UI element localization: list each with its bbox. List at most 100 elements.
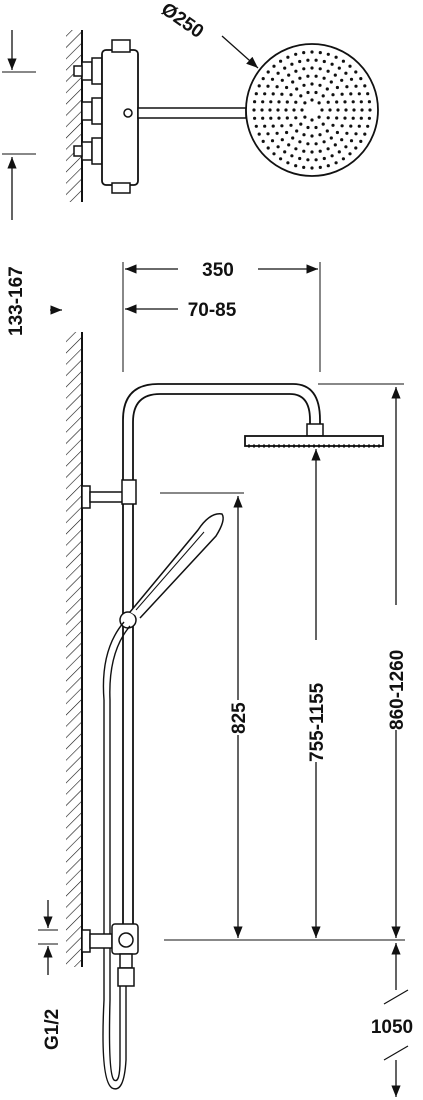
- nozzle: [306, 90, 310, 95]
- nozzle: [277, 100, 281, 104]
- nozzle: [340, 78, 344, 82]
- nozzle: [334, 161, 338, 165]
- nozzle: [366, 92, 370, 96]
- nozzle: [272, 152, 276, 156]
- nozzle: [260, 108, 264, 112]
- nozzle: [263, 124, 267, 128]
- nozzle: [298, 76, 302, 80]
- dim-total-height-range: 860-1260: [387, 650, 408, 730]
- dim-handset-height: 825: [229, 702, 250, 734]
- nozzle: [326, 147, 330, 151]
- nozzle: [335, 130, 339, 135]
- top-wall-hatch: [66, 30, 82, 202]
- nozzle: [294, 100, 298, 104]
- nozzle: [285, 85, 289, 90]
- nozzle: [340, 92, 344, 96]
- nozzle: [275, 131, 279, 135]
- top-valve-2: [81, 97, 103, 125]
- nozzle: [322, 156, 326, 161]
- nozzle: [343, 100, 347, 104]
- nozzle: [321, 94, 325, 98]
- nozzle: [306, 74, 310, 78]
- nozzle: [314, 58, 318, 62]
- nozzle: [348, 64, 352, 68]
- nozzle: [341, 59, 345, 63]
- nozzle: [261, 116, 265, 120]
- nozzle: [357, 92, 361, 96]
- nozzle: [354, 146, 358, 150]
- nozzle: [363, 84, 367, 88]
- nozzle: [302, 51, 306, 55]
- nozzle: [349, 92, 353, 96]
- nozzle: [295, 87, 299, 91]
- nozzle: [268, 108, 272, 112]
- nozzle: [328, 108, 332, 112]
- nozzle: [344, 71, 348, 75]
- nozzle: [306, 58, 310, 62]
- nozzle: [334, 55, 338, 59]
- nozzle: [270, 139, 275, 143]
- nozzle: [349, 139, 354, 143]
- nozzle: [291, 136, 295, 140]
- nozzle: [314, 158, 318, 162]
- nozzle: [294, 116, 298, 120]
- nozzle: [291, 80, 295, 84]
- nozzle: [326, 116, 330, 120]
- nozzle: [310, 50, 314, 54]
- nozzle: [271, 124, 275, 128]
- nozzle: [310, 134, 314, 138]
- nozzle: [314, 90, 318, 95]
- nozzle: [283, 150, 287, 154]
- nozzle: [299, 122, 303, 126]
- nozzle: [252, 108, 256, 112]
- nozzle: [285, 100, 289, 104]
- hand-shower: [119, 513, 224, 629]
- nozzle: [290, 62, 294, 66]
- nozzle: [337, 150, 341, 154]
- nozzle: [289, 123, 293, 127]
- nozzle: [266, 84, 270, 88]
- nozzle: [272, 64, 276, 68]
- nozzle: [329, 80, 333, 84]
- nozzle: [333, 143, 337, 147]
- nozzle: [310, 66, 314, 70]
- nozzle: [359, 116, 363, 120]
- nozzle: [302, 165, 306, 169]
- top-thermostat-body: [101, 49, 139, 186]
- nozzle: [329, 136, 333, 140]
- nozzle: [351, 100, 355, 104]
- nozzle: [283, 66, 287, 70]
- nozzle: [345, 131, 349, 135]
- vertical-dimensions: 825 755-1155 860-1260 1050: [160, 383, 413, 1097]
- nozzle: [360, 108, 364, 112]
- nozzle: [314, 142, 318, 146]
- nozzle: [318, 133, 322, 137]
- nozzle: [341, 157, 345, 161]
- nozzle: [367, 100, 371, 104]
- offset-dimension: 133-167: [2, 30, 36, 336]
- nozzle: [261, 100, 265, 104]
- nozzle: [348, 152, 352, 156]
- nozzle: [349, 77, 354, 81]
- nozzle: [330, 62, 334, 66]
- nozzle: [280, 124, 284, 128]
- nozzle: [290, 154, 294, 158]
- nozzle: [320, 108, 324, 112]
- nozzle: [318, 67, 322, 71]
- nozzle: [344, 108, 348, 112]
- nozzle: [261, 77, 265, 81]
- nozzle: [292, 108, 296, 112]
- nozzle: [322, 140, 326, 144]
- nozzle: [294, 69, 298, 73]
- top-valve-1: [73, 57, 103, 85]
- nozzle: [276, 145, 280, 149]
- nozzle: [266, 132, 270, 136]
- nozzle: [286, 161, 290, 165]
- nozzle: [318, 149, 322, 153]
- nozzle: [302, 149, 306, 153]
- nozzle: [287, 73, 291, 77]
- nozzle: [303, 115, 307, 119]
- nozzle: [331, 123, 335, 127]
- nozzle: [302, 83, 306, 87]
- nozzle: [337, 66, 341, 70]
